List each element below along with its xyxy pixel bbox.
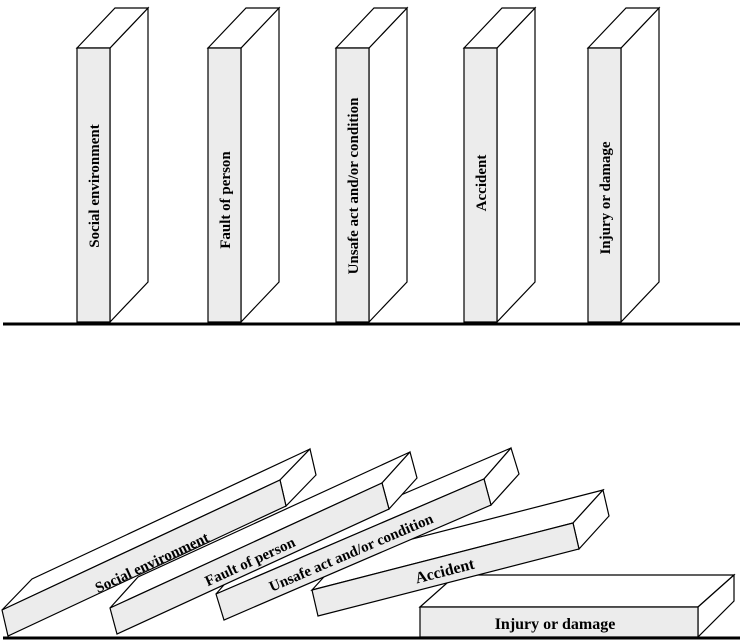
upright-domino-unsafe-act: Unsafe act and/or condition <box>334 6 409 324</box>
upright-domino-fault-of-person: Fault of person <box>206 6 281 324</box>
fallen-domino-injury-or-damage: Injury or damage <box>418 573 736 639</box>
upright-label-fault-of-person: Fault of person <box>218 151 234 249</box>
upright-domino-injury-or-damage: Injury or damage <box>586 6 661 324</box>
fallen-label-injury-or-damage: Injury or damage <box>495 616 616 633</box>
upright-domino-accident: Accident <box>462 6 537 324</box>
upright-label-social-environment: Social environment <box>87 124 103 247</box>
upright-label-unsafe-act: Unsafe act and/or condition <box>346 97 362 274</box>
upright-row: Social environment Fault of person Unsaf… <box>3 6 740 326</box>
upright-domino-social-environment: Social environment <box>75 6 150 324</box>
fallen-row: Injury or damage Accident Unsafe act and… <box>1 446 740 640</box>
upright-label-injury-or-damage: Injury or damage <box>598 141 614 254</box>
upright-label-accident: Accident <box>474 155 490 212</box>
